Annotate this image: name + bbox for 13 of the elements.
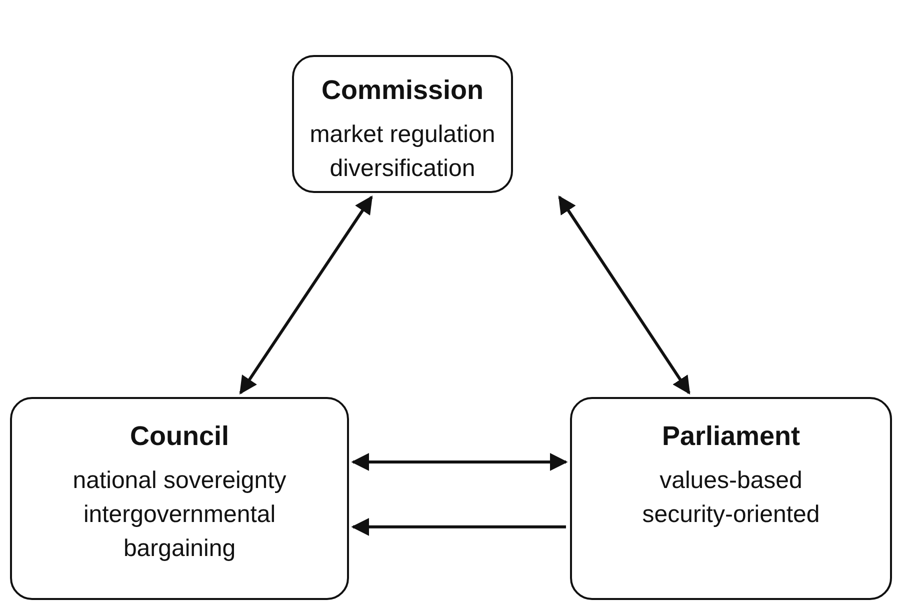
box-title: Parliament	[662, 421, 800, 452]
box-title: Commission	[321, 75, 484, 106]
arrow	[558, 196, 690, 394]
box-title: Council	[130, 421, 229, 452]
rounded-box	[10, 397, 349, 600]
arrow	[351, 518, 566, 536]
rounded-box	[292, 55, 513, 193]
arrow	[351, 452, 568, 471]
box-text: values-based security-oriented	[641, 466, 821, 530]
rounded-box	[570, 397, 892, 600]
box-text: market regulation diversification	[308, 120, 496, 184]
box-text: national sovereignty intergovernmental bargaining	[72, 466, 288, 564]
arrow	[239, 196, 373, 394]
